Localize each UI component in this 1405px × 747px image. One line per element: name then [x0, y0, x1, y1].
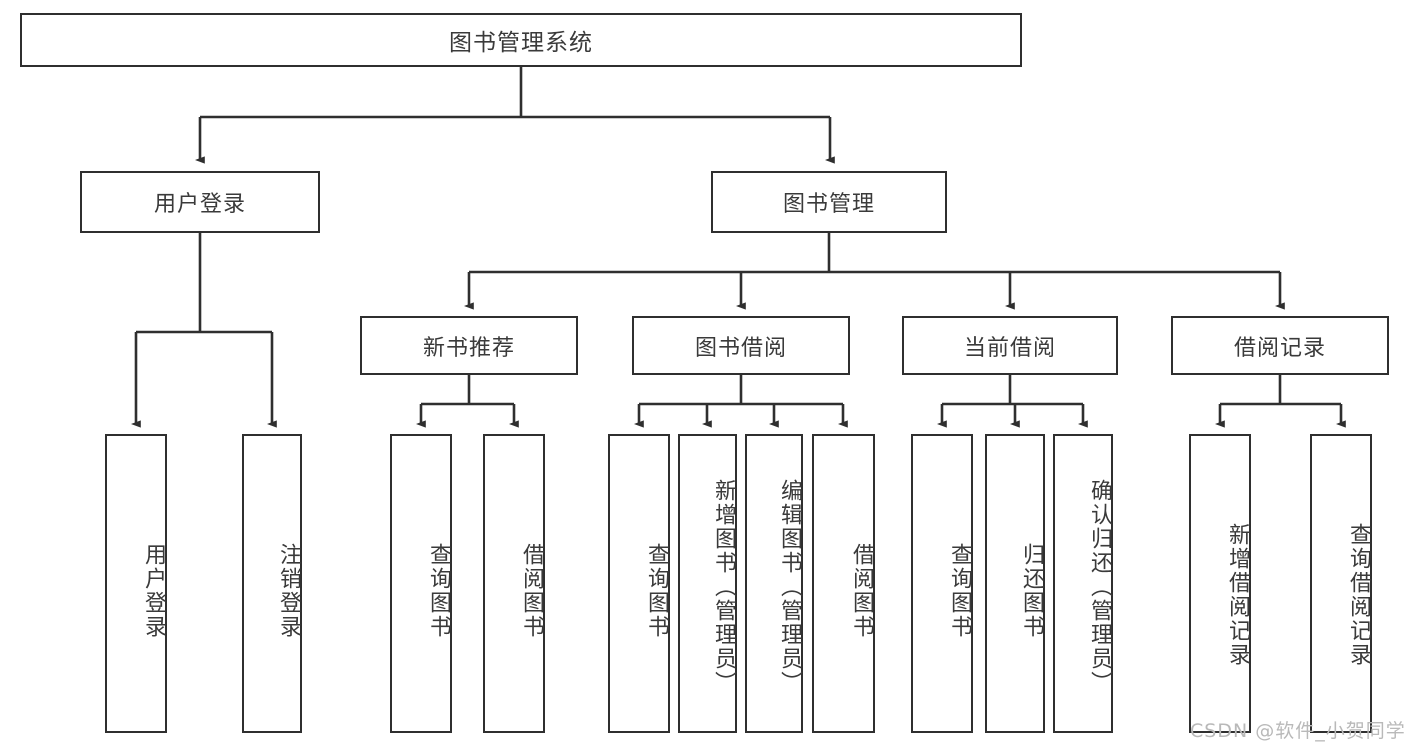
node-leaf-query-book-3[interactable]: 查询图书: [911, 434, 973, 733]
node-leaf-query-book-2[interactable]: 查询图书: [608, 434, 670, 733]
node-leaf-query-book-1[interactable]: 查询图书: [390, 434, 452, 733]
edge-record-to-leaves: [1215, 375, 1346, 428]
node-leaf-query-record[interactable]: 查询借阅记录: [1310, 434, 1372, 733]
node-label: 编辑图书（管理员）: [777, 478, 802, 695]
edge-root-to-level2: [195, 67, 835, 164]
node-label: 当前借阅: [963, 335, 1056, 361]
node-leaf-logout[interactable]: 注销登录: [242, 434, 302, 733]
node-leaf-add-record[interactable]: 新增借阅记录: [1189, 434, 1251, 733]
node-label: 查询图书: [426, 542, 451, 639]
edge-current-to-leaves: [937, 375, 1088, 428]
node-label: 注销登录: [276, 542, 301, 639]
node-label: 图书管理: [782, 192, 875, 217]
node-label: 确认归还（管理员）: [1087, 478, 1112, 695]
node-label: 借阅图书: [519, 542, 544, 639]
node-leaf-confirm-return[interactable]: 确认归还（管理员）: [1053, 434, 1113, 733]
node-label: 查询图书: [947, 542, 972, 639]
node-leaf-borrow-book-2[interactable]: 借阅图书: [812, 434, 875, 733]
node-new-book-recommend[interactable]: 新书推荐: [360, 316, 578, 375]
node-label: 新增图书（管理员）: [711, 478, 736, 695]
node-label: 图书管理系统: [449, 30, 593, 56]
node-label: 用户登录: [141, 542, 166, 639]
node-user-login[interactable]: 用户登录: [80, 171, 320, 233]
node-book-borrow[interactable]: 图书借阅: [632, 316, 850, 375]
node-leaf-add-book[interactable]: 新增图书（管理员）: [678, 434, 737, 733]
node-leaf-edit-book[interactable]: 编辑图书（管理员）: [745, 434, 803, 733]
node-label: 查询借阅记录: [1346, 522, 1371, 667]
node-current-borrow[interactable]: 当前借阅: [902, 316, 1118, 375]
edge-recommend-to-leaves: [416, 375, 519, 428]
node-borrow-record[interactable]: 借阅记录: [1171, 316, 1389, 375]
node-label: 查询图书: [644, 542, 669, 639]
node-label: 归还图书: [1019, 542, 1044, 639]
node-book-manage[interactable]: 图书管理: [711, 171, 947, 233]
edge-borrow-to-leaves: [634, 375, 848, 428]
node-label: 借阅记录: [1233, 335, 1326, 361]
node-label: 新增借阅记录: [1225, 522, 1250, 667]
node-leaf-borrow-book-1[interactable]: 借阅图书: [483, 434, 545, 733]
node-leaf-return-book[interactable]: 归还图书: [985, 434, 1045, 733]
edge-user-login-to-leaves: [131, 233, 277, 428]
node-label: 图书借阅: [694, 335, 787, 361]
node-leaf-user-login[interactable]: 用户登录: [105, 434, 167, 733]
node-root-system[interactable]: 图书管理系统: [20, 13, 1022, 67]
node-label: 用户登录: [153, 192, 246, 217]
edge-book-manage-to-level3: [464, 233, 1285, 310]
node-label: 新书推荐: [422, 335, 515, 361]
node-label: 借阅图书: [849, 542, 874, 639]
